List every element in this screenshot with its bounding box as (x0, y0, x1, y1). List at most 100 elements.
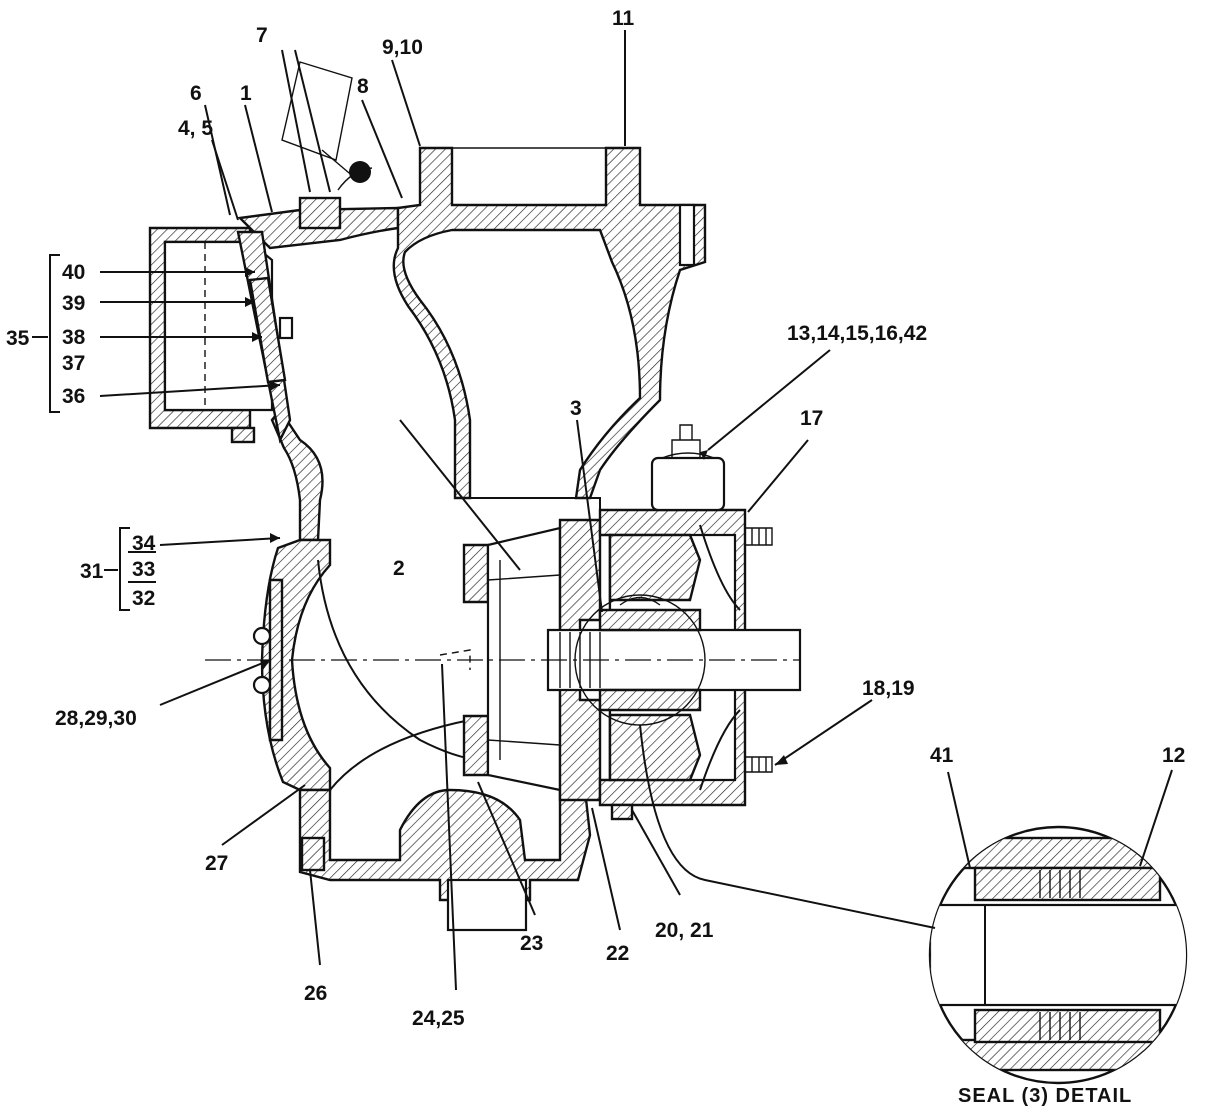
fill-port (281, 61, 373, 230)
bracket-31 (119, 527, 130, 611)
leader-20-21 (631, 809, 681, 896)
detail-caption: SEAL (3) DETAIL (958, 1085, 1132, 1107)
arrowheads (245, 267, 788, 765)
check-valve-assembly (236, 230, 294, 444)
discharge-elbow (392, 146, 707, 500)
label-31: 31 (80, 560, 104, 583)
drain-boss (446, 878, 528, 932)
label-37: 37 (62, 352, 85, 375)
label-11: 11 (612, 7, 635, 30)
seal-lower (598, 688, 702, 712)
cover-handle-bottom (252, 675, 272, 695)
impeller-key-hidden (439, 649, 471, 670)
label-28-29-30: 28,29,30 (55, 707, 137, 730)
tag-loop (337, 167, 373, 191)
pump-casing (148, 146, 707, 932)
bearing-lower-web (608, 713, 702, 782)
label-17: 17 (800, 407, 823, 430)
seal-spring (619, 596, 661, 606)
housing-bolt (610, 803, 634, 821)
callout-labels: 1 2 3 4, 5 6 7 8 9,10 11 12 13,14,15,16,… (6, 7, 1185, 1107)
discharge-flange-bolt (678, 203, 696, 267)
label-41: 41 (930, 744, 954, 767)
label-40: 40 (62, 261, 85, 284)
upper-stud (745, 527, 773, 546)
leader-17 (747, 439, 809, 513)
detail-seal-lower (973, 1008, 1162, 1044)
leader-41 (947, 771, 971, 869)
label-22: 22 (606, 942, 629, 965)
lubricator-rim (661, 452, 715, 459)
drain-plug (300, 836, 326, 872)
bearing-upper-web (608, 533, 702, 602)
leader-6 (204, 104, 231, 216)
leader-36 (99, 384, 281, 397)
bearing-ribs (699, 524, 741, 791)
wire-knot (349, 161, 371, 183)
leader-24-25 (441, 663, 457, 991)
wear-plate-upper (462, 543, 490, 604)
label-18-19: 18,19 (862, 677, 915, 700)
leader-8 (361, 99, 403, 199)
label-8: 8 (357, 75, 369, 98)
cover-plate (252, 578, 284, 742)
leader-13-42 (707, 349, 831, 451)
volute-inner-curve (317, 559, 481, 761)
leader-22 (591, 807, 621, 931)
leader-26 (309, 869, 321, 966)
bracket-35 (49, 254, 60, 413)
label-2: 2 (393, 557, 405, 580)
label-33: 33 (132, 558, 155, 581)
warning-tag (281, 61, 353, 161)
leader-2 (399, 419, 521, 571)
seal-upper (598, 608, 702, 632)
leader-23 (477, 781, 536, 916)
label-13-42: 13,14,15,16,42 (787, 322, 927, 345)
label-12: 12 (1162, 744, 1185, 767)
label-39: 39 (62, 292, 85, 315)
discharge-opening (452, 147, 606, 206)
leader-lines (99, 30, 1173, 991)
cover-handle-top (252, 626, 272, 646)
label-26: 26 (304, 982, 327, 1005)
lubricator-body (650, 456, 726, 512)
detail-spring-lower (1039, 1012, 1081, 1040)
suction-flange-foot (230, 426, 256, 444)
leader-7 (281, 49, 331, 193)
wear-plate-lower (462, 714, 490, 777)
label-24-25: 24,25 (412, 1007, 465, 1030)
leader-34 (159, 537, 281, 546)
label-32: 32 (132, 587, 155, 610)
detail-shaft (930, 903, 1186, 1007)
label-38: 38 (62, 326, 86, 349)
leader-27 (221, 784, 306, 846)
leader-9-10 (391, 59, 421, 147)
leader-3 (576, 419, 603, 613)
label-27: 27 (205, 852, 228, 875)
leader-12 (1139, 769, 1173, 867)
cover-plate-body (268, 578, 284, 742)
label-4-5: 4, 5 (178, 117, 213, 140)
body-bottom (298, 788, 592, 902)
lower-stud (745, 756, 773, 773)
label-6: 6 (190, 82, 202, 105)
leader-28-30 (159, 659, 271, 706)
lubricator-cap (671, 424, 701, 459)
label-1: 1 (240, 82, 252, 105)
bracket-31-dividers (128, 551, 156, 583)
detail-leader (639, 724, 936, 929)
leader-18-19 (774, 699, 873, 766)
seal-detail-view (928, 825, 1188, 1085)
check-valve-bolt (278, 316, 294, 340)
label-23: 23 (520, 932, 543, 955)
fill-port-cover (298, 196, 342, 230)
check-valve-flap (248, 276, 287, 384)
label-7: 7 (256, 24, 268, 47)
label-36: 36 (62, 385, 85, 408)
detail-seal-upper (973, 866, 1162, 902)
detail-shaft-edges (930, 904, 1186, 1006)
label-20-21: 20, 21 (655, 919, 714, 942)
detail-spring-upper (1039, 870, 1081, 898)
